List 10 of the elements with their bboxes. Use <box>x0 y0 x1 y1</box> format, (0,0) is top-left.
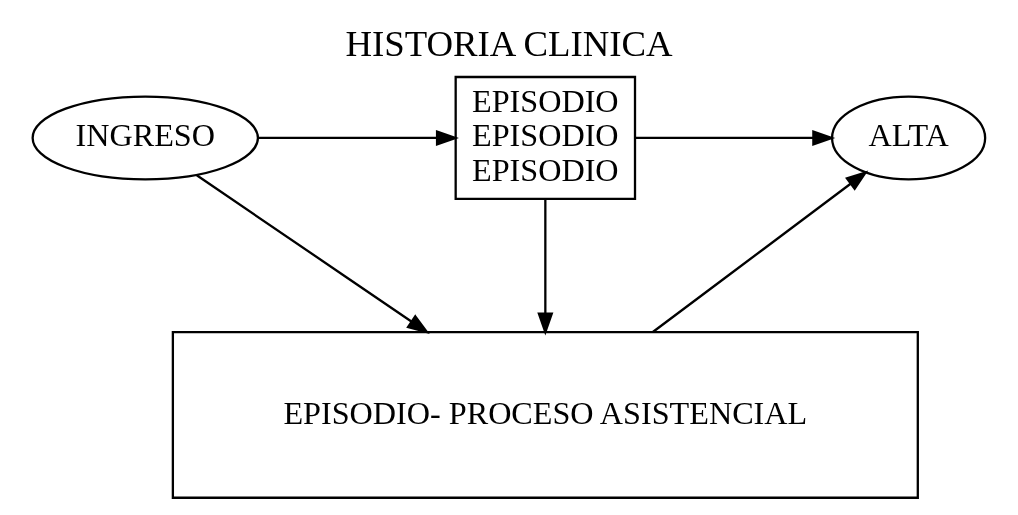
arrow <box>196 174 430 334</box>
arrow <box>635 129 836 146</box>
arrow <box>257 129 459 146</box>
node-box: EPISODIO- PROCESO ASISTENCIAL <box>171 331 919 499</box>
arrow <box>652 170 869 333</box>
node-ellipse: INGRESO <box>31 95 260 181</box>
node-ellipse: ALTA <box>830 95 987 181</box>
arrow <box>537 199 554 336</box>
node-box: EPISODIO EPISODIO EPISODIO <box>454 75 637 200</box>
diagram-title: HISTORIA CLINICA <box>345 22 673 64</box>
